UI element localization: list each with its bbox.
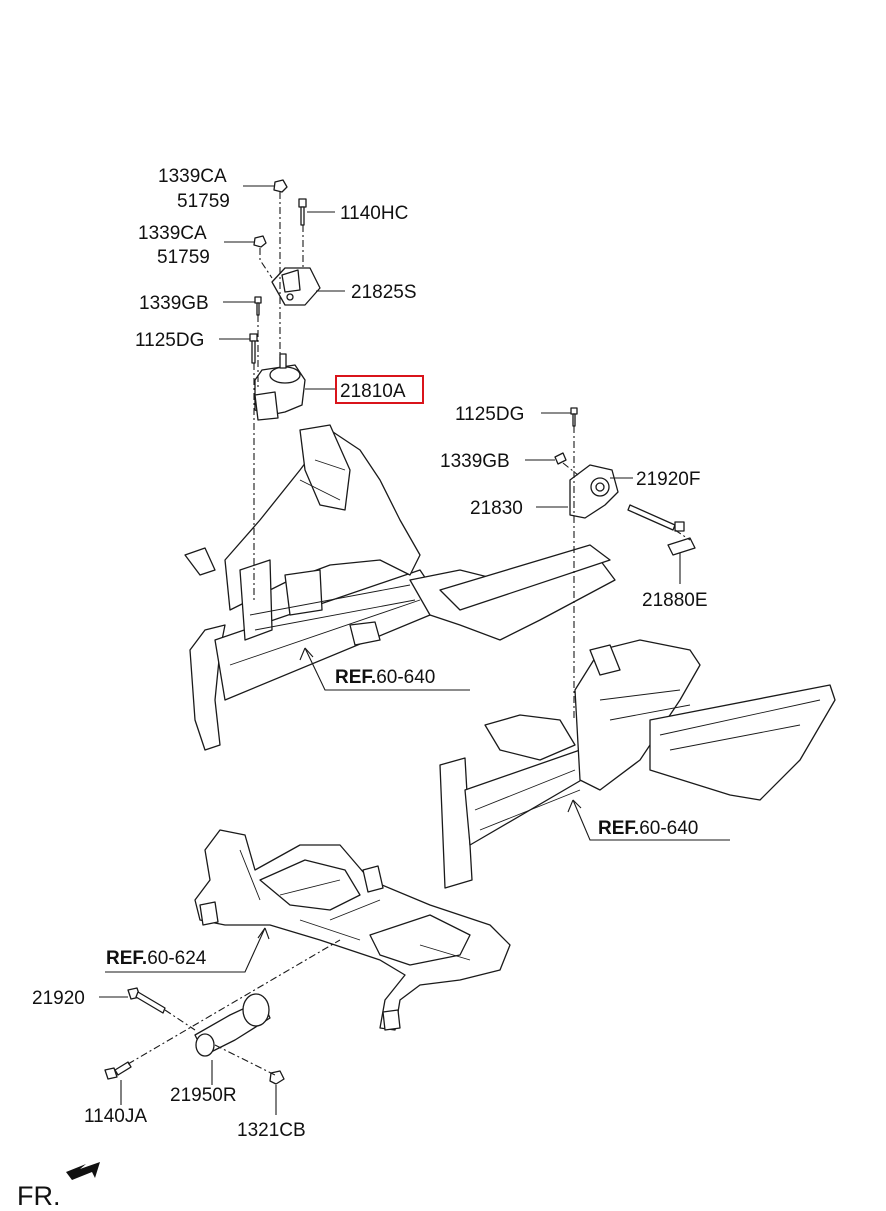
label-1125dg-right[interactable]: 1125DG [455, 404, 524, 425]
ref-right-code: 60-640 [639, 818, 698, 839]
leader-lines [99, 185, 730, 1115]
ref-left-code: 60-640 [376, 667, 435, 688]
label-1140ja[interactable]: 1140JA [84, 1106, 147, 1127]
ref-sub-prefix: REF. [106, 948, 147, 969]
label-21950r[interactable]: 21950R [170, 1085, 237, 1106]
ref-label-subframe[interactable]: REF.60-624 [106, 948, 207, 969]
front-indicator-label: FR. [17, 1181, 61, 1211]
assembly-lines [127, 192, 691, 1076]
ref-right-prefix: REF. [598, 818, 639, 839]
front-arrow-icon [66, 1162, 100, 1180]
transmission-mount-21830 [569, 464, 619, 519]
fasteners [104, 179, 696, 1085]
label-21825s[interactable]: 21825S [351, 282, 417, 303]
roll-mount-21950r [194, 993, 271, 1057]
label-21920f[interactable]: 21920F [636, 469, 700, 490]
ref-left-prefix: REF. [335, 667, 376, 688]
ref-label-right[interactable]: REF.60-640 [598, 818, 698, 839]
label-21880e[interactable]: 21880E [642, 590, 708, 611]
subframe-crossmember [194, 829, 511, 1031]
ref-label-left[interactable]: REF.60-640 [335, 667, 435, 688]
label-51759-mid[interactable]: 51759 [157, 247, 210, 268]
label-1339ca-mid[interactable]: 1339CA [138, 223, 207, 244]
ref-sub-code: 60-624 [147, 948, 207, 969]
label-51759-top[interactable]: 51759 [177, 191, 230, 212]
label-21920[interactable]: 21920 [32, 988, 85, 1009]
right-side-member [439, 639, 836, 889]
label-21830[interactable]: 21830 [470, 498, 523, 519]
label-1140hc[interactable]: 1140HC [340, 203, 408, 224]
label-21810a[interactable]: 21810A [340, 381, 406, 402]
label-1339ca-top[interactable]: 1339CA [158, 166, 227, 187]
highlight-box-21810a [335, 375, 424, 404]
left-side-member [184, 424, 616, 751]
label-1125dg-left[interactable]: 1125DG [135, 330, 204, 351]
label-1321cb[interactable]: 1321CB [237, 1120, 306, 1141]
mount-bracket-21825s [271, 267, 321, 306]
label-1339gb-right[interactable]: 1339GB [440, 451, 510, 472]
label-1339gb-left[interactable]: 1339GB [139, 293, 209, 314]
engine-mount-21810a [254, 353, 306, 421]
